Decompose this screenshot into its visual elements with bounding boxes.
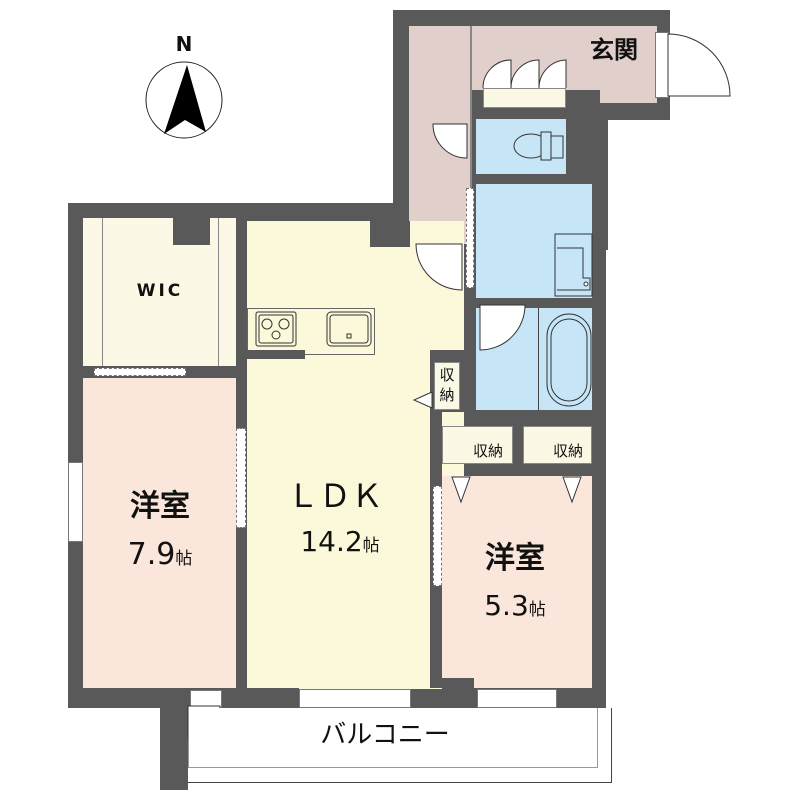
shoe-cabinet-doors-icon <box>482 59 567 89</box>
ldk-label: ＬＤＫ <box>286 477 383 515</box>
storage-b-label: 収納 <box>552 442 583 460</box>
ldk-storage-label-1: 収 <box>439 366 455 384</box>
wic-door[interactable] <box>94 368 186 376</box>
western-room-2-storage-a[interactable] <box>442 426 513 464</box>
storage-b-door-icon <box>562 476 582 504</box>
ldk-size: 14.2帖 <box>280 528 400 556</box>
western-room-1-side-window[interactable] <box>68 462 83 542</box>
compass-north-label: N <box>175 32 193 56</box>
western-room-2-bottom-step <box>442 678 474 708</box>
bathtub-icon <box>546 313 592 407</box>
shoe-cabinet <box>483 88 566 108</box>
room1-ldk-door[interactable] <box>236 428 246 528</box>
genkan-step <box>600 88 657 103</box>
ldk-size-value: 14.2 <box>300 525 363 558</box>
ldk-storage-door-icon <box>412 391 433 409</box>
wic-shelf-right <box>218 218 219 366</box>
western-room-2-label: 洋室 <box>485 541 545 576</box>
bathroom-divider <box>538 308 539 410</box>
wic-label: WIC <box>136 281 184 301</box>
toilet-door-icon[interactable] <box>431 123 471 164</box>
wic-notch <box>173 218 210 245</box>
toilet-fixture-icon <box>513 131 564 161</box>
bathroom-door-icon[interactable] <box>479 304 530 355</box>
ldk-notch-top <box>370 221 410 247</box>
western-room-2 <box>442 476 592 688</box>
ldk-storage[interactable] <box>434 362 460 410</box>
western-room-1 <box>83 378 236 688</box>
western-room-2-size-value: 5.3 <box>484 589 529 622</box>
north-arrow-icon <box>145 61 223 139</box>
ldk-balcony-window[interactable] <box>299 689 411 708</box>
stove-icon <box>255 311 297 347</box>
washroom-sliding-door[interactable] <box>466 188 474 288</box>
ldk-entry-door-icon[interactable] <box>414 243 464 294</box>
wic-shelf-left <box>102 218 103 366</box>
balcony <box>188 708 598 768</box>
balcony-rail <box>188 708 612 783</box>
ldk-size-unit: 帖 <box>362 536 380 556</box>
western-room-1-label: 洋室 <box>130 489 190 524</box>
sink-icon <box>326 311 372 347</box>
western-room-1-size-value: 7.9 <box>127 537 176 572</box>
entrance-door-frame <box>655 32 669 98</box>
western-room-2-ldk-door[interactable] <box>433 486 442 586</box>
wic <box>83 218 236 366</box>
western-room-2-size: 5.3帖 <box>460 592 570 620</box>
washbasin-icon <box>554 233 593 297</box>
storage-a-label: 収納 <box>472 442 503 460</box>
western-room-1-size-unit: 帖 <box>175 549 193 569</box>
western-room-2-balcony-window[interactable] <box>477 689 557 708</box>
ldk <box>247 221 464 689</box>
genkan-label: 玄関 <box>590 36 638 64</box>
western-room-2-size-unit: 帖 <box>528 600 546 620</box>
kitchen-partition <box>247 350 305 359</box>
western-room-2-storage-b[interactable] <box>523 426 592 464</box>
ldk-storage-label-2: 納 <box>439 386 455 404</box>
entrance-door-icon[interactable] <box>667 33 738 104</box>
wall-balcony-post <box>160 690 188 790</box>
western-room-1-size: 7.9帖 <box>100 540 220 570</box>
compass: N <box>144 30 224 140</box>
storage-a-door-icon <box>451 476 471 504</box>
ldk-bottom-step <box>247 688 299 708</box>
balcony-label: バルコニー <box>320 720 450 750</box>
hall-divider-line <box>470 26 472 244</box>
